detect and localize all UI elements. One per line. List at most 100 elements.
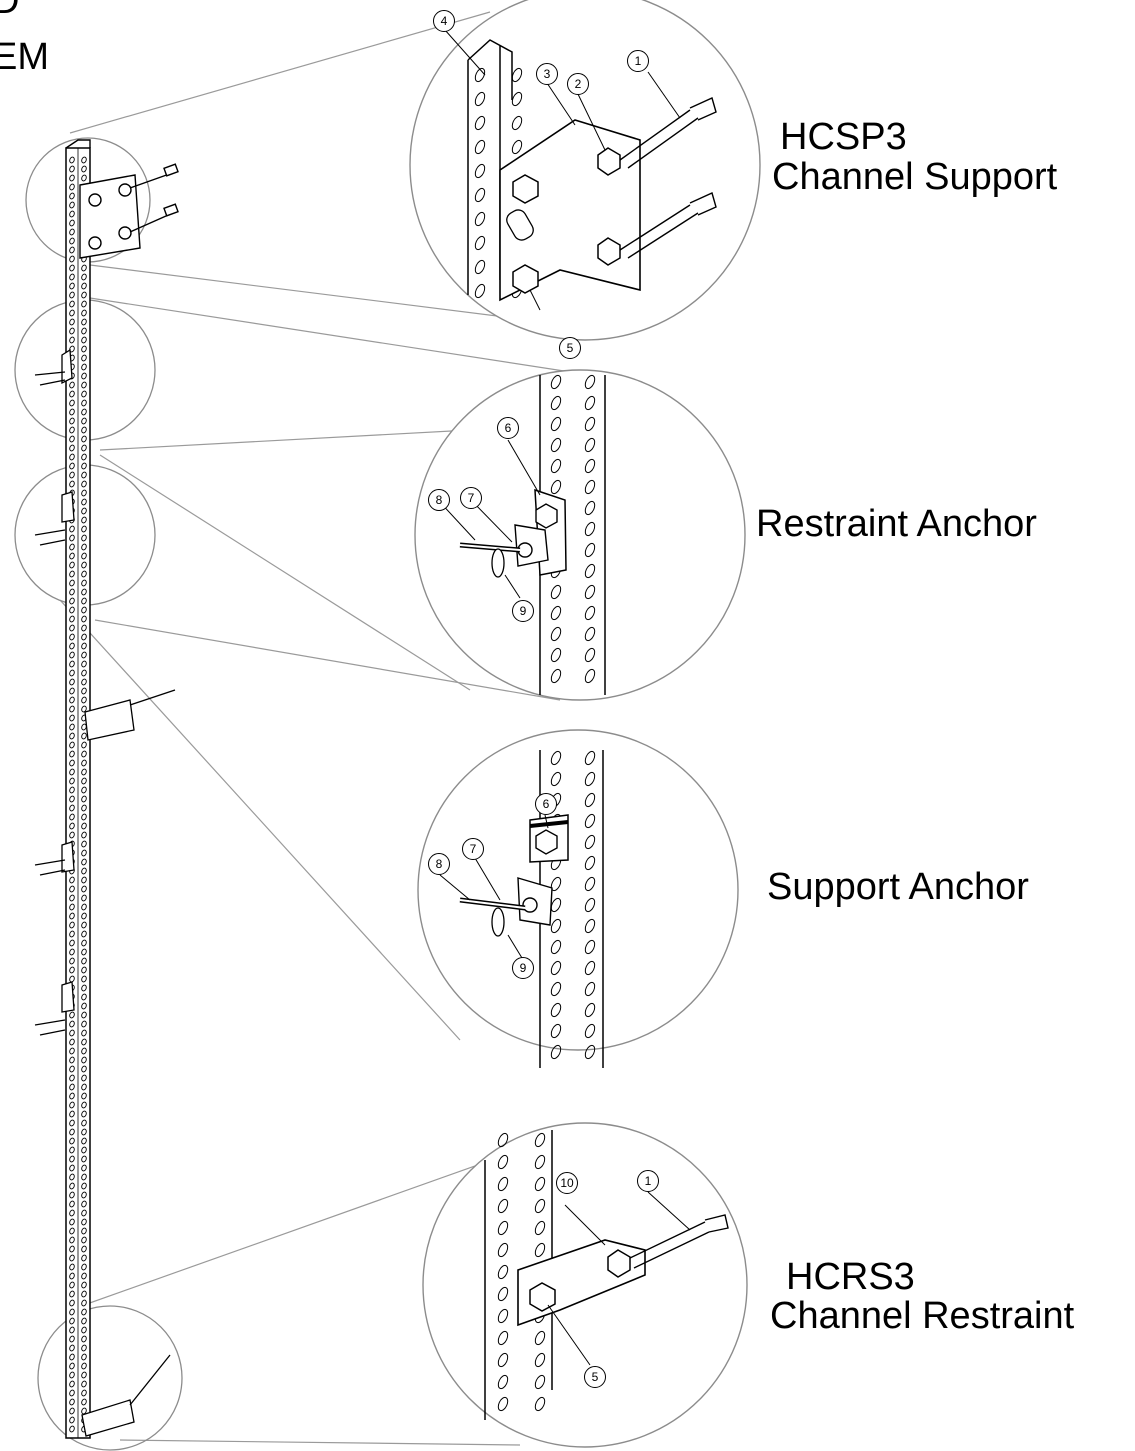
perforation-hole: [81, 633, 87, 641]
perforation-hole: [69, 1263, 75, 1271]
perforation-hole: [81, 1038, 87, 1046]
header-line-2: EM: [0, 36, 49, 78]
perforation-hole: [69, 1425, 75, 1433]
perforation-hole: [69, 1020, 75, 1028]
perforation-hole: [69, 417, 75, 425]
perforation-hole: [81, 660, 87, 668]
perforation-hole: [550, 981, 562, 997]
perforation-hole: [81, 561, 87, 569]
perforation-hole: [81, 705, 87, 713]
perforation-hole: [81, 687, 87, 695]
perforation-hole: [497, 1352, 509, 1368]
perforation-hole: [584, 750, 596, 766]
perforation-hole: [81, 1344, 87, 1352]
perforation-hole: [497, 1308, 509, 1324]
perforation-hole: [81, 534, 87, 542]
perforation-hole: [550, 1023, 562, 1039]
perforation-hole: [81, 1209, 87, 1217]
perforation-hole: [550, 960, 562, 976]
perforation-hole: [69, 1164, 75, 1172]
perforation-hole: [69, 318, 75, 326]
perforation-hole: [81, 1137, 87, 1145]
callout-3: 3: [536, 63, 558, 85]
perforation-hole: [534, 1374, 546, 1390]
perforation-hole: [81, 1011, 87, 1019]
perforation-hole: [81, 1047, 87, 1055]
perforation-hole: [81, 858, 87, 866]
perforation-hole: [69, 345, 75, 353]
overview-zoom-circles: [14, 137, 183, 1451]
perforation-hole: [69, 903, 75, 911]
perforation-hole: [81, 1236, 87, 1244]
perforation-hole: [69, 1227, 75, 1235]
perforation-hole: [69, 1416, 75, 1424]
perforation-hole: [69, 1326, 75, 1334]
perforation-hole: [81, 957, 87, 965]
perforation-hole: [69, 255, 75, 263]
perforation-hole: [550, 626, 562, 642]
perforation-hole: [69, 1362, 75, 1370]
perforation-hole: [584, 897, 596, 913]
perforation-hole: [81, 1020, 87, 1028]
perforation-hole: [69, 912, 75, 920]
detail-hcsp3: [409, 0, 761, 341]
perforation-hole: [584, 792, 596, 808]
perforation-hole: [474, 283, 486, 299]
perforation-hole: [584, 479, 596, 495]
perforation-hole: [69, 615, 75, 623]
perforation-hole: [81, 597, 87, 605]
perforation-hole: [81, 507, 87, 515]
perforation-hole: [81, 795, 87, 803]
perforation-hole: [69, 1209, 75, 1217]
perforation-hole: [584, 521, 596, 537]
perforation-hole: [511, 91, 523, 107]
perforation-hole: [69, 1281, 75, 1289]
callout-8-support: 8: [428, 853, 450, 875]
perforation-hole: [81, 426, 87, 434]
perforation-hole: [534, 1154, 546, 1170]
perforation-hole: [584, 542, 596, 558]
perforation-hole: [69, 1029, 75, 1037]
perforation-hole: [69, 606, 75, 614]
perforation-hole: [81, 525, 87, 533]
perforation-hole: [81, 390, 87, 398]
perforation-hole: [584, 626, 596, 642]
perforation-hole: [81, 732, 87, 740]
perforation-hole: [497, 1198, 509, 1214]
perforation-hole: [584, 563, 596, 579]
perforation-hole: [69, 462, 75, 470]
perforation-hole: [81, 1407, 87, 1415]
perforation-hole: [497, 1132, 509, 1148]
perforation-hole: [69, 669, 75, 677]
perforation-hole: [69, 1074, 75, 1082]
perforation-hole: [534, 1176, 546, 1192]
perforation-hole: [511, 67, 523, 83]
perforation-hole: [69, 1389, 75, 1397]
perforation-hole: [69, 624, 75, 632]
perforation-hole: [69, 822, 75, 830]
perforation-hole: [497, 1220, 509, 1236]
perforation-hole: [69, 165, 75, 173]
perforation-hole: [534, 1198, 546, 1214]
perforation-hole: [584, 437, 596, 453]
perforation-hole: [584, 605, 596, 621]
perforation-hole: [81, 1191, 87, 1199]
perforation-hole: [534, 1220, 546, 1236]
perforation-hole: [81, 1353, 87, 1361]
perforation-hole: [69, 786, 75, 794]
perforation-hole: [69, 1191, 75, 1199]
perforation-hole: [69, 570, 75, 578]
perforation-hole: [584, 1023, 596, 1039]
perforation-hole: [81, 912, 87, 920]
perforation-hole: [81, 1281, 87, 1289]
perforation-hole: [69, 687, 75, 695]
perforation-hole: [81, 282, 87, 290]
perforation-hole: [81, 1029, 87, 1037]
perforation-hole: [81, 1182, 87, 1190]
perforation-hole: [69, 1371, 75, 1379]
perforation-hole: [81, 363, 87, 371]
perforation-hole: [69, 327, 75, 335]
perforation-hole: [69, 1398, 75, 1406]
perforation-hole: [81, 1263, 87, 1271]
perforation-hole: [69, 921, 75, 929]
